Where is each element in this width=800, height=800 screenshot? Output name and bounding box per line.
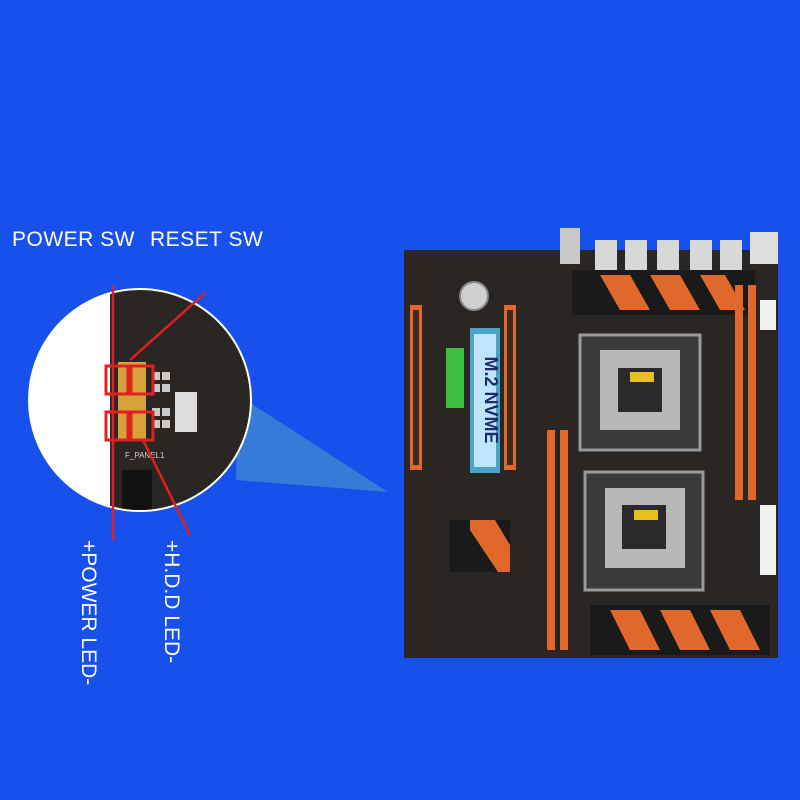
io-usb-5 <box>690 240 712 270</box>
usb-header <box>122 470 152 510</box>
cpu-power-connector <box>760 300 776 330</box>
cpu-socket-2 <box>583 470 705 592</box>
cpu-socket-1 <box>578 333 702 452</box>
dimm-slot-4 <box>748 285 756 500</box>
io-usb-1 <box>560 228 580 264</box>
io-usb-3 <box>625 240 647 270</box>
io-port-7 <box>750 232 778 264</box>
chipset-heatsink <box>450 520 510 572</box>
cmos-battery <box>459 281 489 311</box>
f-panel-silkscreen: F_PANEL1 <box>125 451 165 460</box>
dimm-slot-3 <box>735 285 743 500</box>
highlight-box-4 <box>129 410 155 442</box>
motherboard: M.2 NVME <box>404 228 778 658</box>
green-sticker <box>446 348 464 408</box>
hdd-led-label: +H.D.D LED- <box>160 540 183 664</box>
io-usb-2 <box>595 240 617 270</box>
highlight-box-3 <box>104 410 130 442</box>
dimm-slot-2 <box>560 430 568 650</box>
highlight-box-2 <box>129 364 155 396</box>
highlight-box-1 <box>104 364 130 396</box>
guide-line-reset-sw <box>129 292 206 361</box>
m2-label: M.2 NVME <box>481 356 501 443</box>
power-sw-label: POWER SW <box>12 228 135 251</box>
atx-power-connector <box>760 505 776 575</box>
dimm-slot-1 <box>547 430 555 650</box>
io-usb-4 <box>657 240 679 270</box>
reset-sw-label: RESET SW <box>150 228 264 251</box>
callout-cone <box>236 395 388 492</box>
io-usb-6 <box>720 240 742 270</box>
magnifier: F_PANEL1 <box>28 288 252 512</box>
power-led-label: +POWER LED- <box>77 540 100 686</box>
guide-line-hdd-led <box>141 439 192 536</box>
